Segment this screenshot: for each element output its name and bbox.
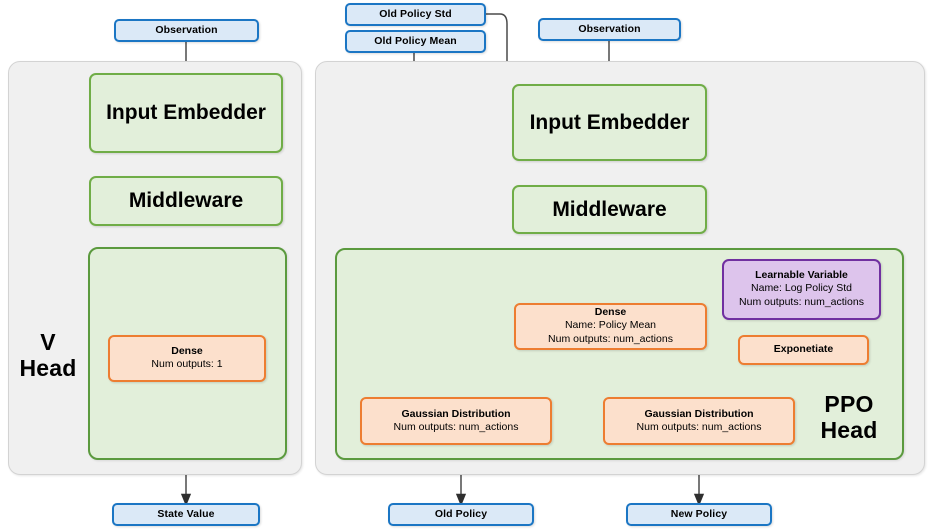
gaussian-distribution-old-node[interactable]: Gaussian Distribution Num outputs: num_a… (360, 397, 552, 445)
gaussian-distribution-new-node[interactable]: Gaussian Distribution Num outputs: num_a… (603, 397, 795, 445)
ppo-head-label-line1: PPO (824, 391, 874, 417)
output-state-value[interactable]: State Value (112, 503, 260, 526)
ppo-input-embedder-node[interactable]: Input Embedder (512, 84, 707, 161)
gaussian-old-num-outputs: Num outputs: num_actions (393, 420, 519, 433)
v-middleware-label: Middleware (128, 189, 244, 212)
v-dense-title: Dense (171, 345, 203, 358)
v-head-label-line1: V (40, 329, 56, 355)
input-observation-v-label: Observation (155, 23, 218, 36)
learnable-variable-name: Name: Log Policy Std (751, 282, 852, 295)
output-old-policy-label: Old Policy (434, 507, 488, 520)
exponetiate-title: Exponetiate (773, 343, 834, 356)
exponetiate-node[interactable]: Exponetiate (738, 335, 869, 365)
v-dense-num-outputs: Num outputs: 1 (151, 358, 223, 371)
v-input-embedder-label: Input Embedder (106, 101, 266, 124)
v-middleware-node[interactable]: Middleware (89, 176, 283, 226)
input-observation-v[interactable]: Observation (114, 19, 259, 42)
v-dense-node[interactable]: Dense Num outputs: 1 (108, 335, 266, 382)
gaussian-old-title: Gaussian Distribution (401, 407, 511, 420)
gaussian-new-num-outputs: Num outputs: num_actions (636, 420, 762, 433)
input-old-policy-std-label: Old Policy Std (379, 7, 452, 20)
v-input-embedder-node[interactable]: Input Embedder (89, 73, 283, 153)
input-old-policy-mean[interactable]: Old Policy Mean (345, 30, 486, 53)
v-head-label: V Head (8, 329, 88, 382)
input-observation-ppo-label: Observation (578, 22, 641, 35)
learnable-variable-num-outputs: Num outputs: num_actions (739, 296, 864, 309)
ppo-input-embedder-label: Input Embedder (529, 110, 690, 134)
ppo-dense-title: Dense (594, 306, 627, 319)
ppo-dense-num-outputs: Num outputs: num_actions (548, 333, 673, 346)
ppo-dense-name: Name: Policy Mean (564, 319, 657, 332)
output-old-policy[interactable]: Old Policy (388, 503, 534, 526)
learnable-variable-title: Learnable Variable (755, 269, 848, 282)
input-old-policy-std[interactable]: Old Policy Std (345, 3, 486, 26)
output-new-policy[interactable]: New Policy (626, 503, 772, 526)
input-old-policy-mean-label: Old Policy Mean (374, 34, 457, 47)
ppo-dense-policy-mean-node[interactable]: Dense Name: Policy Mean Num outputs: num… (514, 303, 707, 350)
ppo-middleware-label: Middleware (552, 197, 667, 221)
ppo-middleware-node[interactable]: Middleware (512, 185, 707, 234)
learnable-variable-node[interactable]: Learnable Variable Name: Log Policy Std … (722, 259, 881, 320)
ppo-head-label-line2: Head (820, 416, 878, 443)
ppo-head-label: PPO Head (805, 391, 893, 444)
output-state-value-label: State Value (157, 507, 215, 520)
output-new-policy-label: New Policy (670, 507, 728, 520)
gaussian-new-title: Gaussian Distribution (644, 407, 754, 420)
v-head-label-line2: Head (19, 354, 77, 381)
input-observation-ppo[interactable]: Observation (538, 18, 681, 41)
